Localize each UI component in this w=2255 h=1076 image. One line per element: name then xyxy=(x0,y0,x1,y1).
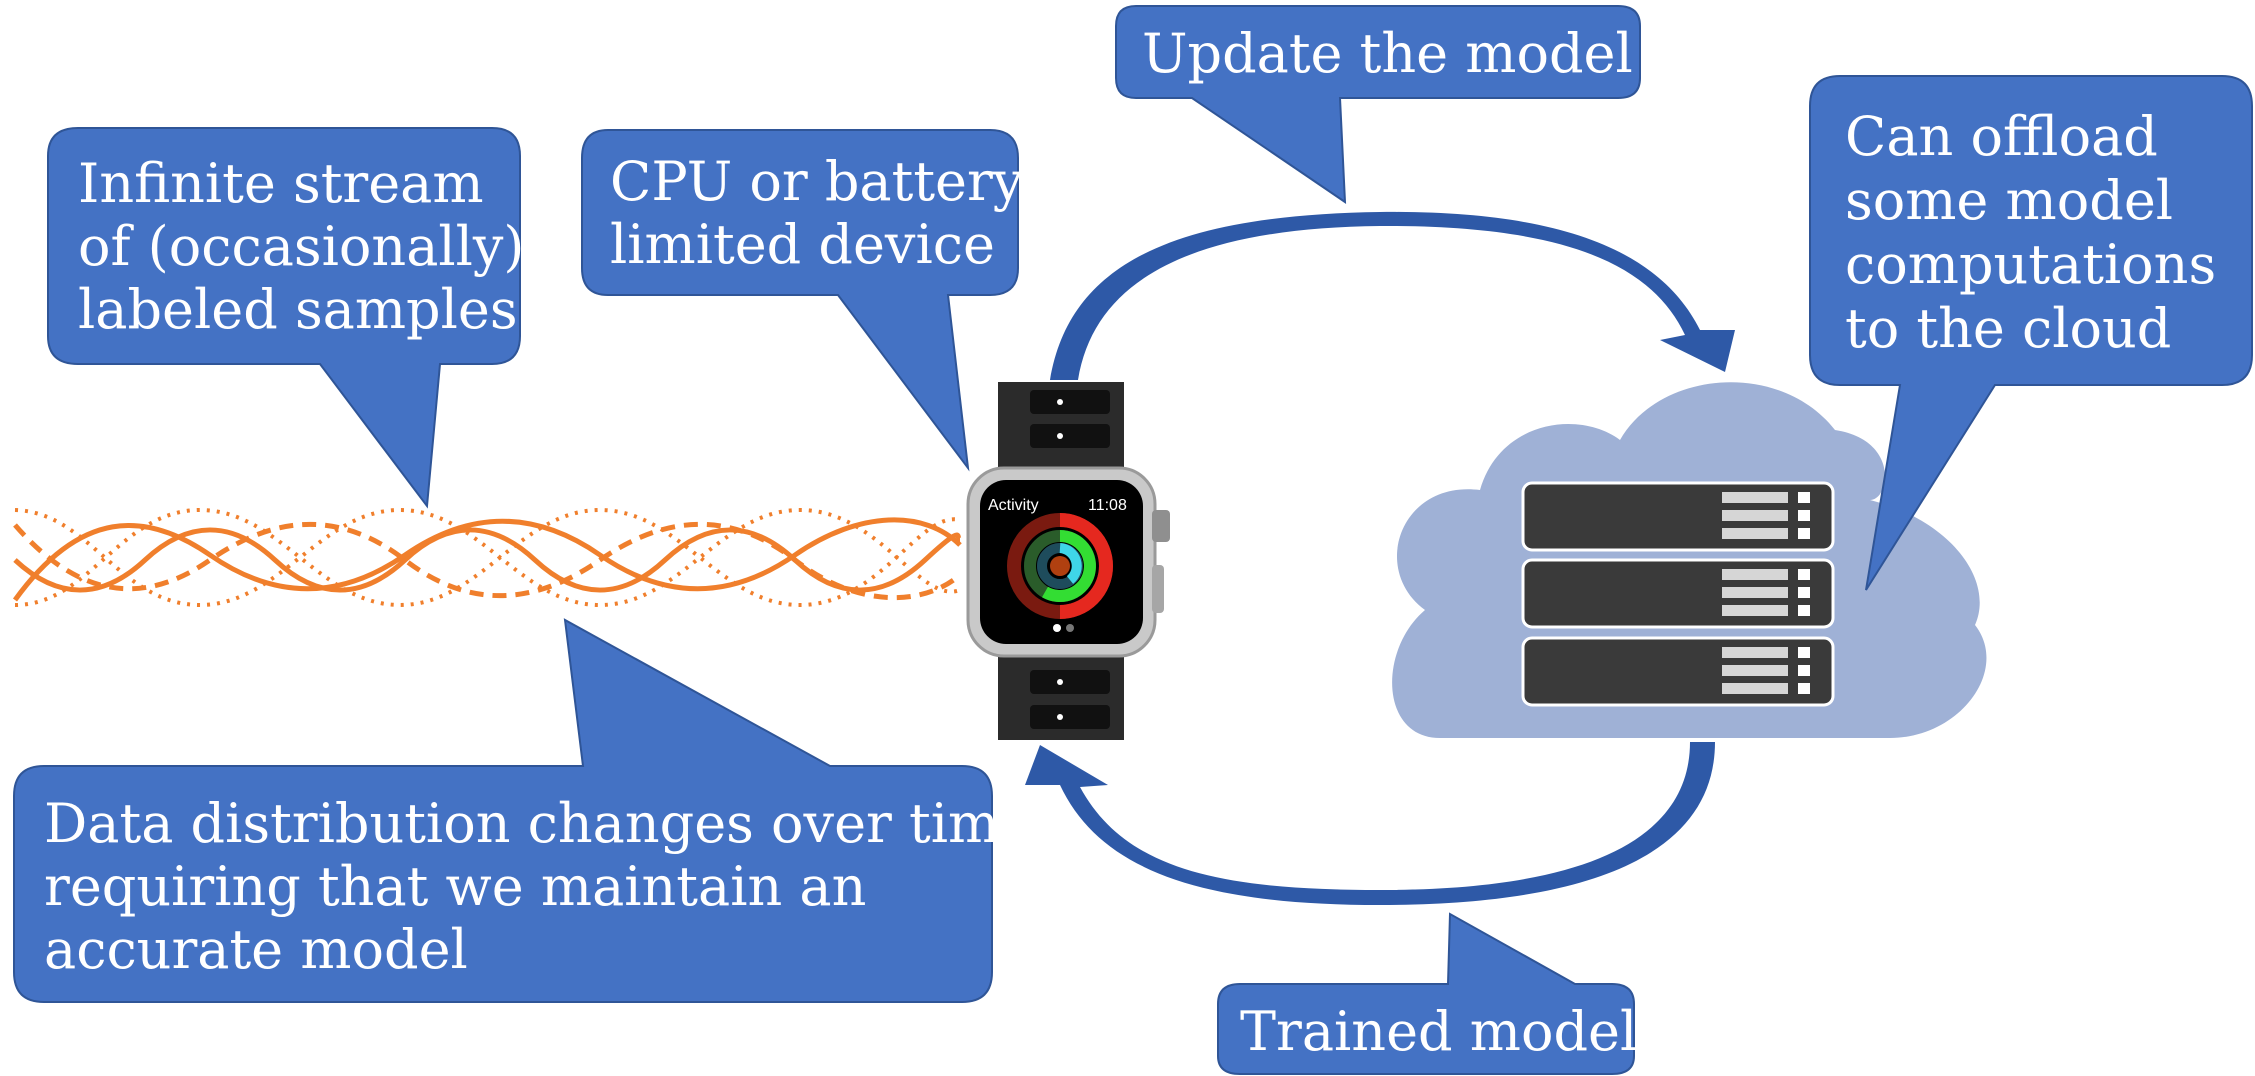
server-rack-3 xyxy=(1521,636,1835,707)
callout-device: CPU or battery limited device xyxy=(581,129,1040,472)
watch-app-label: Activity xyxy=(988,497,1039,514)
callout-trained: Trained model xyxy=(1217,912,1637,1075)
watch-band-bottom xyxy=(998,648,1124,740)
watch-time: 11:08 xyxy=(1088,497,1127,514)
callout-drift-line-1: Data distribution changes over time, xyxy=(44,792,1048,855)
activity-rings-icon xyxy=(1007,513,1113,619)
page-dot xyxy=(1066,624,1074,632)
callout-device-text: CPU or battery limited device xyxy=(610,150,1040,276)
callout-drift-line-3: accurate model xyxy=(44,918,468,981)
callout-cloud: Can offload some model computations to t… xyxy=(1809,75,2253,591)
server-rack-1 xyxy=(1521,481,1835,552)
callout-drift-text: Data distribution changes over time, req… xyxy=(44,792,1065,981)
wave-dotted-2 xyxy=(14,507,961,608)
callout-stream-line-1: Infinite stream xyxy=(78,152,484,215)
callout-drift: Data distribution changes over time, req… xyxy=(13,618,1065,1003)
smartwatch-icon: Activity 11:08 xyxy=(966,382,1170,740)
callout-device-line-1: CPU or battery xyxy=(610,150,1024,213)
callout-device-line-2: limited device xyxy=(610,213,995,276)
watch-crown xyxy=(1152,510,1170,542)
sine-waves-icon xyxy=(12,507,962,608)
callout-stream-text: Infinite stream of (occasionally) labele… xyxy=(78,152,542,341)
watch-band-top xyxy=(998,382,1124,472)
callout-drift-line-2: requiring that we maintain an xyxy=(44,855,866,918)
callout-cloud-line-2: some model xyxy=(1845,169,2173,232)
watch-button xyxy=(1152,565,1164,613)
callout-trained-text: Trained model xyxy=(1240,1000,1637,1063)
callout-stream-line-2: of (occasionally) xyxy=(78,215,525,278)
cloud-server-icon xyxy=(1392,382,1987,738)
trained-arrow-body xyxy=(1025,742,1715,905)
callout-cloud-line-3: computations xyxy=(1845,233,2216,296)
callout-stream: Infinite stream of (occasionally) labele… xyxy=(47,127,542,509)
callout-update: Update the model xyxy=(1115,5,1641,204)
wave-dashed xyxy=(13,521,962,600)
callout-cloud-line-1: Can offload xyxy=(1845,105,2158,168)
page-dot-active xyxy=(1053,624,1061,632)
callout-stream-line-3: labeled samples xyxy=(78,278,518,341)
callout-update-line-1: Update the model xyxy=(1142,22,1633,85)
callout-cloud-text: Can offload some model computations to t… xyxy=(1845,105,2233,360)
update-arrow xyxy=(1050,211,1735,380)
callout-update-text: Update the model xyxy=(1142,22,1633,85)
server-rack-2 xyxy=(1521,558,1835,629)
callout-cloud-line-4: to the cloud xyxy=(1845,297,2171,360)
wave-solid-2 xyxy=(12,517,962,602)
trained-arrow xyxy=(1025,742,1715,905)
callout-trained-line-1: Trained model xyxy=(1240,1000,1637,1063)
update-arrow-body xyxy=(1050,211,1735,380)
